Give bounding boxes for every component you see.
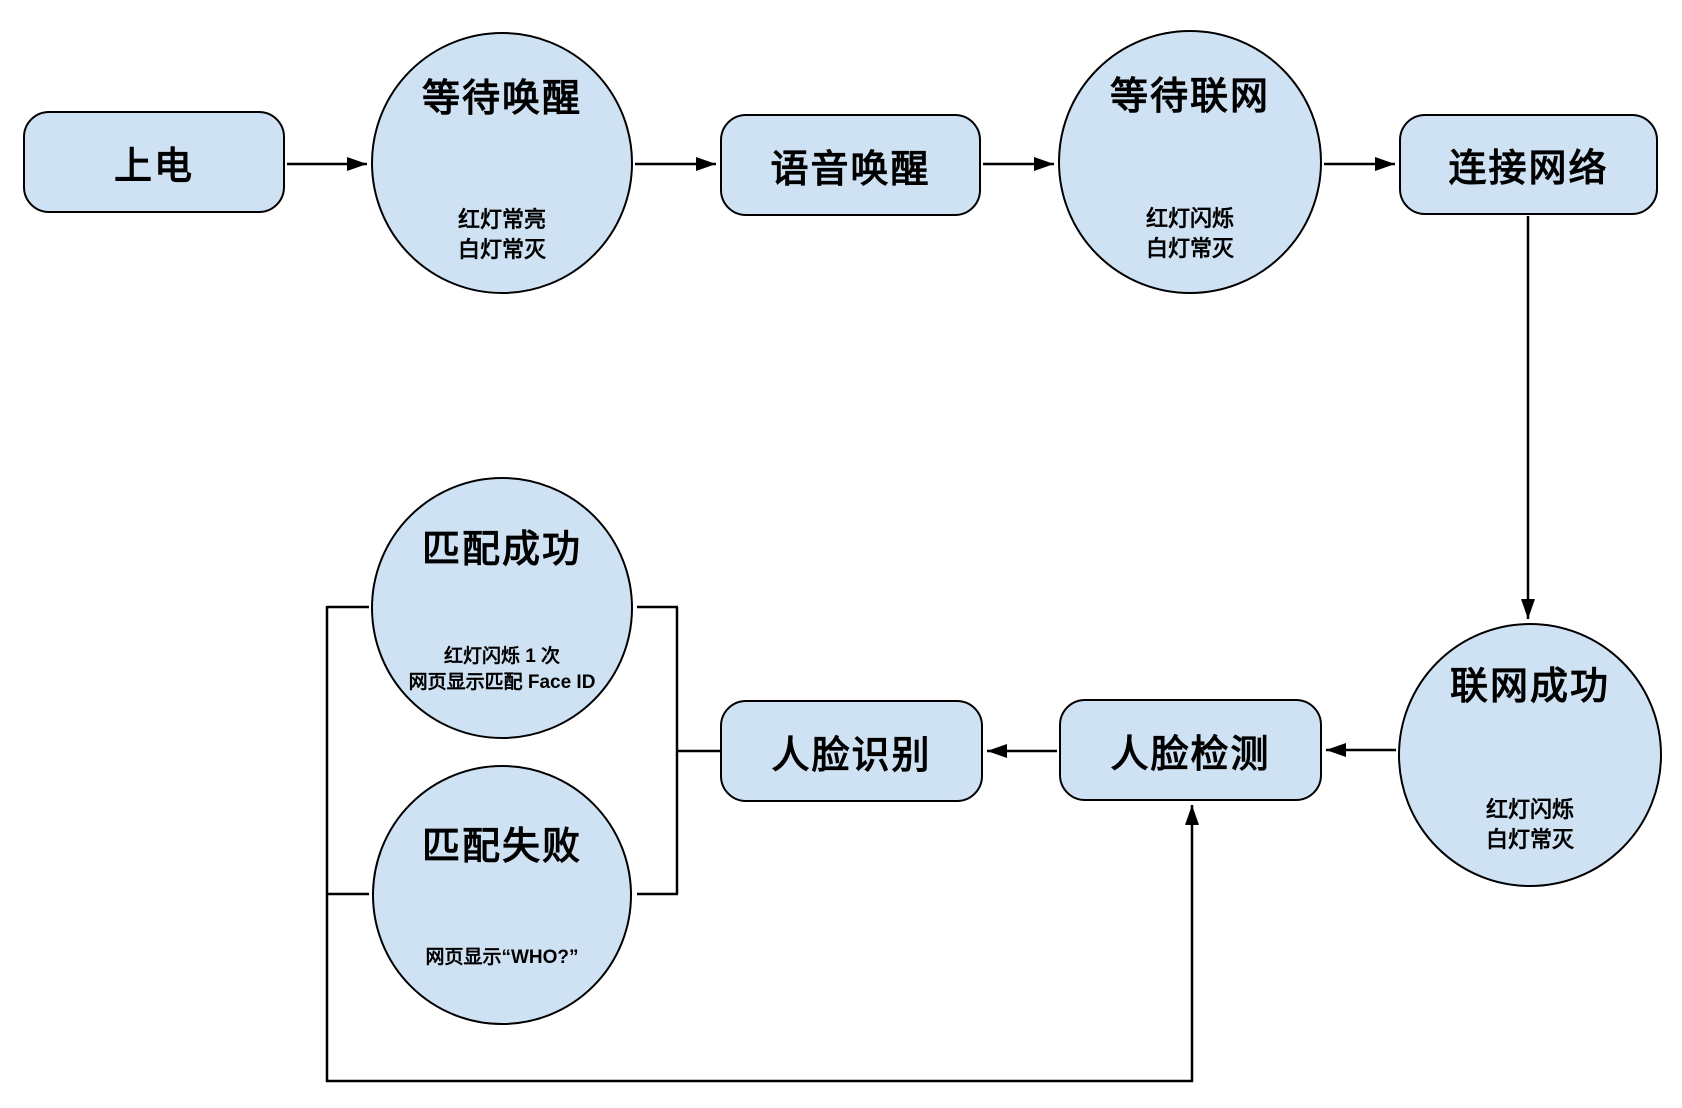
status-line: 红灯常亮 [457,207,546,232]
node-power-on: 上电 [23,111,285,213]
node-label: 上电 [113,145,194,188]
node-voice-wake: 语音唤醒 [720,114,981,216]
node-status: 红灯闪烁 1 次 网页显示匹配 Face ID [373,644,631,696]
node-label: 联网成功 [1449,666,1610,708]
node-connect-network: 连接网络 [1399,114,1658,215]
node-label: 人脸识别 [771,734,932,777]
node-network-success: 联网成功 红灯闪烁 白灯常灭 [1398,623,1662,887]
node-label: 匹配失败 [421,826,582,868]
node-status: 红灯常亮 白灯常灭 [373,205,631,265]
node-wait-network: 等待联网 红灯闪烁 白灯常灭 [1058,30,1322,294]
node-wait-wake: 等待唤醒 红灯常亮 白灯常灭 [371,32,633,294]
node-label: 等待联网 [1109,76,1270,118]
status-line: 红灯闪烁 1 次 [443,646,561,667]
status-line: 白灯常灭 [457,237,546,262]
status-line: 网页显示匹配 Face ID [408,672,596,693]
node-face-recognize: 人脸识别 [720,700,983,802]
status-line: 网页显示“WHO?” [425,947,579,968]
node-label: 连接网络 [1448,148,1609,190]
node-match-fail: 匹配失败 网页显示“WHO?” [372,765,632,1025]
node-label: 语音唤醒 [770,148,931,191]
status-line: 白灯常灭 [1145,236,1234,261]
node-status: 网页显示“WHO?” [374,945,630,971]
node-label: 匹配成功 [421,529,582,571]
node-status: 红灯闪烁 白灯常灭 [1400,795,1660,855]
status-line: 白灯常灭 [1485,827,1574,852]
node-match-success: 匹配成功 红灯闪烁 1 次 网页显示匹配 Face ID [371,477,633,739]
node-label: 人脸检测 [1110,733,1271,776]
node-label: 等待唤醒 [421,78,582,120]
node-status: 红灯闪烁 白灯常灭 [1060,204,1320,264]
status-line: 红灯闪烁 [1485,797,1574,822]
node-face-detect: 人脸检测 [1059,699,1322,801]
status-line: 红灯闪烁 [1145,206,1234,231]
